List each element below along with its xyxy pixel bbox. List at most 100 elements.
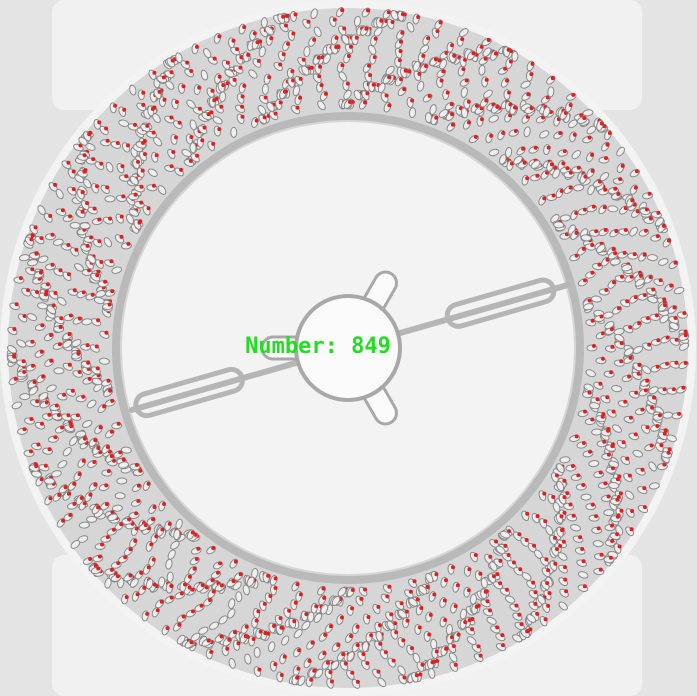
detection-marker [441,69,446,74]
detection-marker [159,599,164,604]
detection-marker [278,616,283,621]
detection-marker [94,344,99,349]
detection-marker [179,167,184,172]
detection-marker [652,395,657,400]
detection-marker [192,566,197,571]
detection-marker [143,152,147,157]
detection-marker [104,330,109,335]
detection-marker [530,61,535,66]
detection-marker [151,130,156,135]
detection-marker [373,36,378,41]
detection-marker [116,574,120,579]
detection-marker [568,502,573,507]
detection-marker [70,388,75,393]
detection-marker [146,565,151,570]
ring-item [559,456,571,464]
detection-marker [119,234,124,239]
detection-marker [519,622,524,627]
detection-marker [30,339,35,344]
detection-marker [126,241,131,246]
detection-marker [606,428,610,433]
detection-marker [155,608,160,613]
detection-marker [53,435,58,440]
detection-marker [582,584,587,589]
detection-marker [211,546,216,551]
detection-marker [281,52,286,57]
detection-marker [106,378,111,383]
detection-marker [407,69,412,74]
detection-marker [650,405,655,410]
detection-marker [293,12,298,17]
detection-marker [587,135,592,140]
detection-marker [378,641,383,646]
detection-marker [576,165,581,170]
detection-marker [68,214,73,219]
detection-marker [298,95,303,100]
detection-marker [512,560,516,565]
detection-marker [628,325,633,330]
detection-marker [595,397,600,402]
detection-marker [121,194,126,199]
detection-marker [535,173,540,178]
detection-marker [204,585,209,590]
detection-marker [322,595,327,600]
detection-marker [169,164,174,169]
detection-marker [625,299,630,304]
detection-marker [426,36,431,41]
detection-marker [195,44,199,49]
detection-marker [295,675,300,680]
detection-marker [139,184,144,189]
detection-marker [545,581,550,586]
detection-marker [165,626,170,631]
ring-item [118,461,129,469]
detection-marker [116,561,121,566]
detection-marker [68,513,73,517]
detection-marker [233,559,238,564]
detection-marker [13,376,18,381]
detection-marker [49,333,53,337]
detection-marker [605,142,610,147]
detection-marker [282,654,287,659]
detection-marker [620,274,625,279]
detection-marker [600,356,605,361]
detection-marker [525,511,530,516]
ring-item [559,214,571,222]
detection-marker [111,527,116,532]
detection-marker [501,643,505,648]
detection-marker [644,228,648,233]
detection-marker [467,120,471,125]
detection-marker [296,666,301,671]
detection-marker [103,279,108,284]
detection-marker [33,225,38,230]
detection-marker [133,122,137,127]
detection-marker [522,160,527,165]
detection-marker [187,585,192,590]
detection-marker [105,185,110,190]
detection-marker [387,75,392,80]
detection-marker [317,74,322,79]
detection-marker [39,270,43,275]
detection-marker [673,260,678,265]
detection-marker [683,361,688,365]
detection-marker [590,270,595,275]
detection-marker [312,668,317,673]
detection-marker [162,97,167,102]
detection-marker [47,412,52,417]
detection-marker [189,69,194,73]
detection-marker [301,57,306,62]
detection-marker [574,434,579,439]
detection-marker [674,337,679,342]
detection-marker [53,291,58,295]
detection-marker [430,660,435,665]
detection-marker [29,237,34,242]
detection-marker [96,446,101,450]
detection-marker [492,574,496,579]
detection-marker [432,592,437,597]
detection-marker [402,87,407,92]
ring-item [662,411,674,419]
detection-marker [278,100,283,105]
detection-marker [162,502,166,506]
detection-marker [451,565,455,570]
detection-marker [398,39,403,44]
detection-marker [334,35,339,40]
